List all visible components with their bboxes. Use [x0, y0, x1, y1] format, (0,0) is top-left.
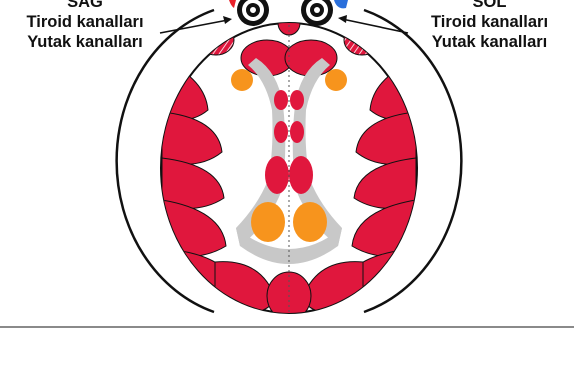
target-eye-left	[237, 0, 269, 26]
label-left-side: SOL Tiroid kanalları Yutak kanalları	[405, 0, 574, 52]
center-oval-3	[274, 121, 288, 143]
divider-line	[0, 326, 574, 328]
center-oval-2	[290, 90, 304, 110]
gland-small-right	[325, 69, 347, 91]
label-right-thyroid: Tiroid kanalları	[0, 12, 170, 32]
center-oval-4	[290, 121, 304, 143]
gland-large-left	[251, 202, 285, 242]
label-left-side-title: SOL	[405, 0, 574, 12]
label-left-thyroid: Tiroid kanalları	[405, 12, 574, 32]
center-oval-6	[289, 156, 313, 194]
gland-small-left	[231, 69, 253, 91]
top-blue-mark	[334, 0, 348, 8]
label-right-pharynx: Yutak kanalları	[0, 32, 170, 52]
leader-arrow-left	[338, 15, 408, 33]
center-oval-1	[274, 90, 288, 110]
label-right-side: SAĞ Tiroid kanalları Yutak kanalları	[0, 0, 170, 52]
label-right-side-title: SAĞ	[0, 0, 170, 12]
top-red-mark	[229, 0, 236, 8]
center-oval-5	[265, 156, 289, 194]
label-left-pharynx: Yutak kanalları	[405, 32, 574, 52]
gland-large-right	[293, 202, 327, 242]
target-eye-right	[301, 0, 333, 26]
